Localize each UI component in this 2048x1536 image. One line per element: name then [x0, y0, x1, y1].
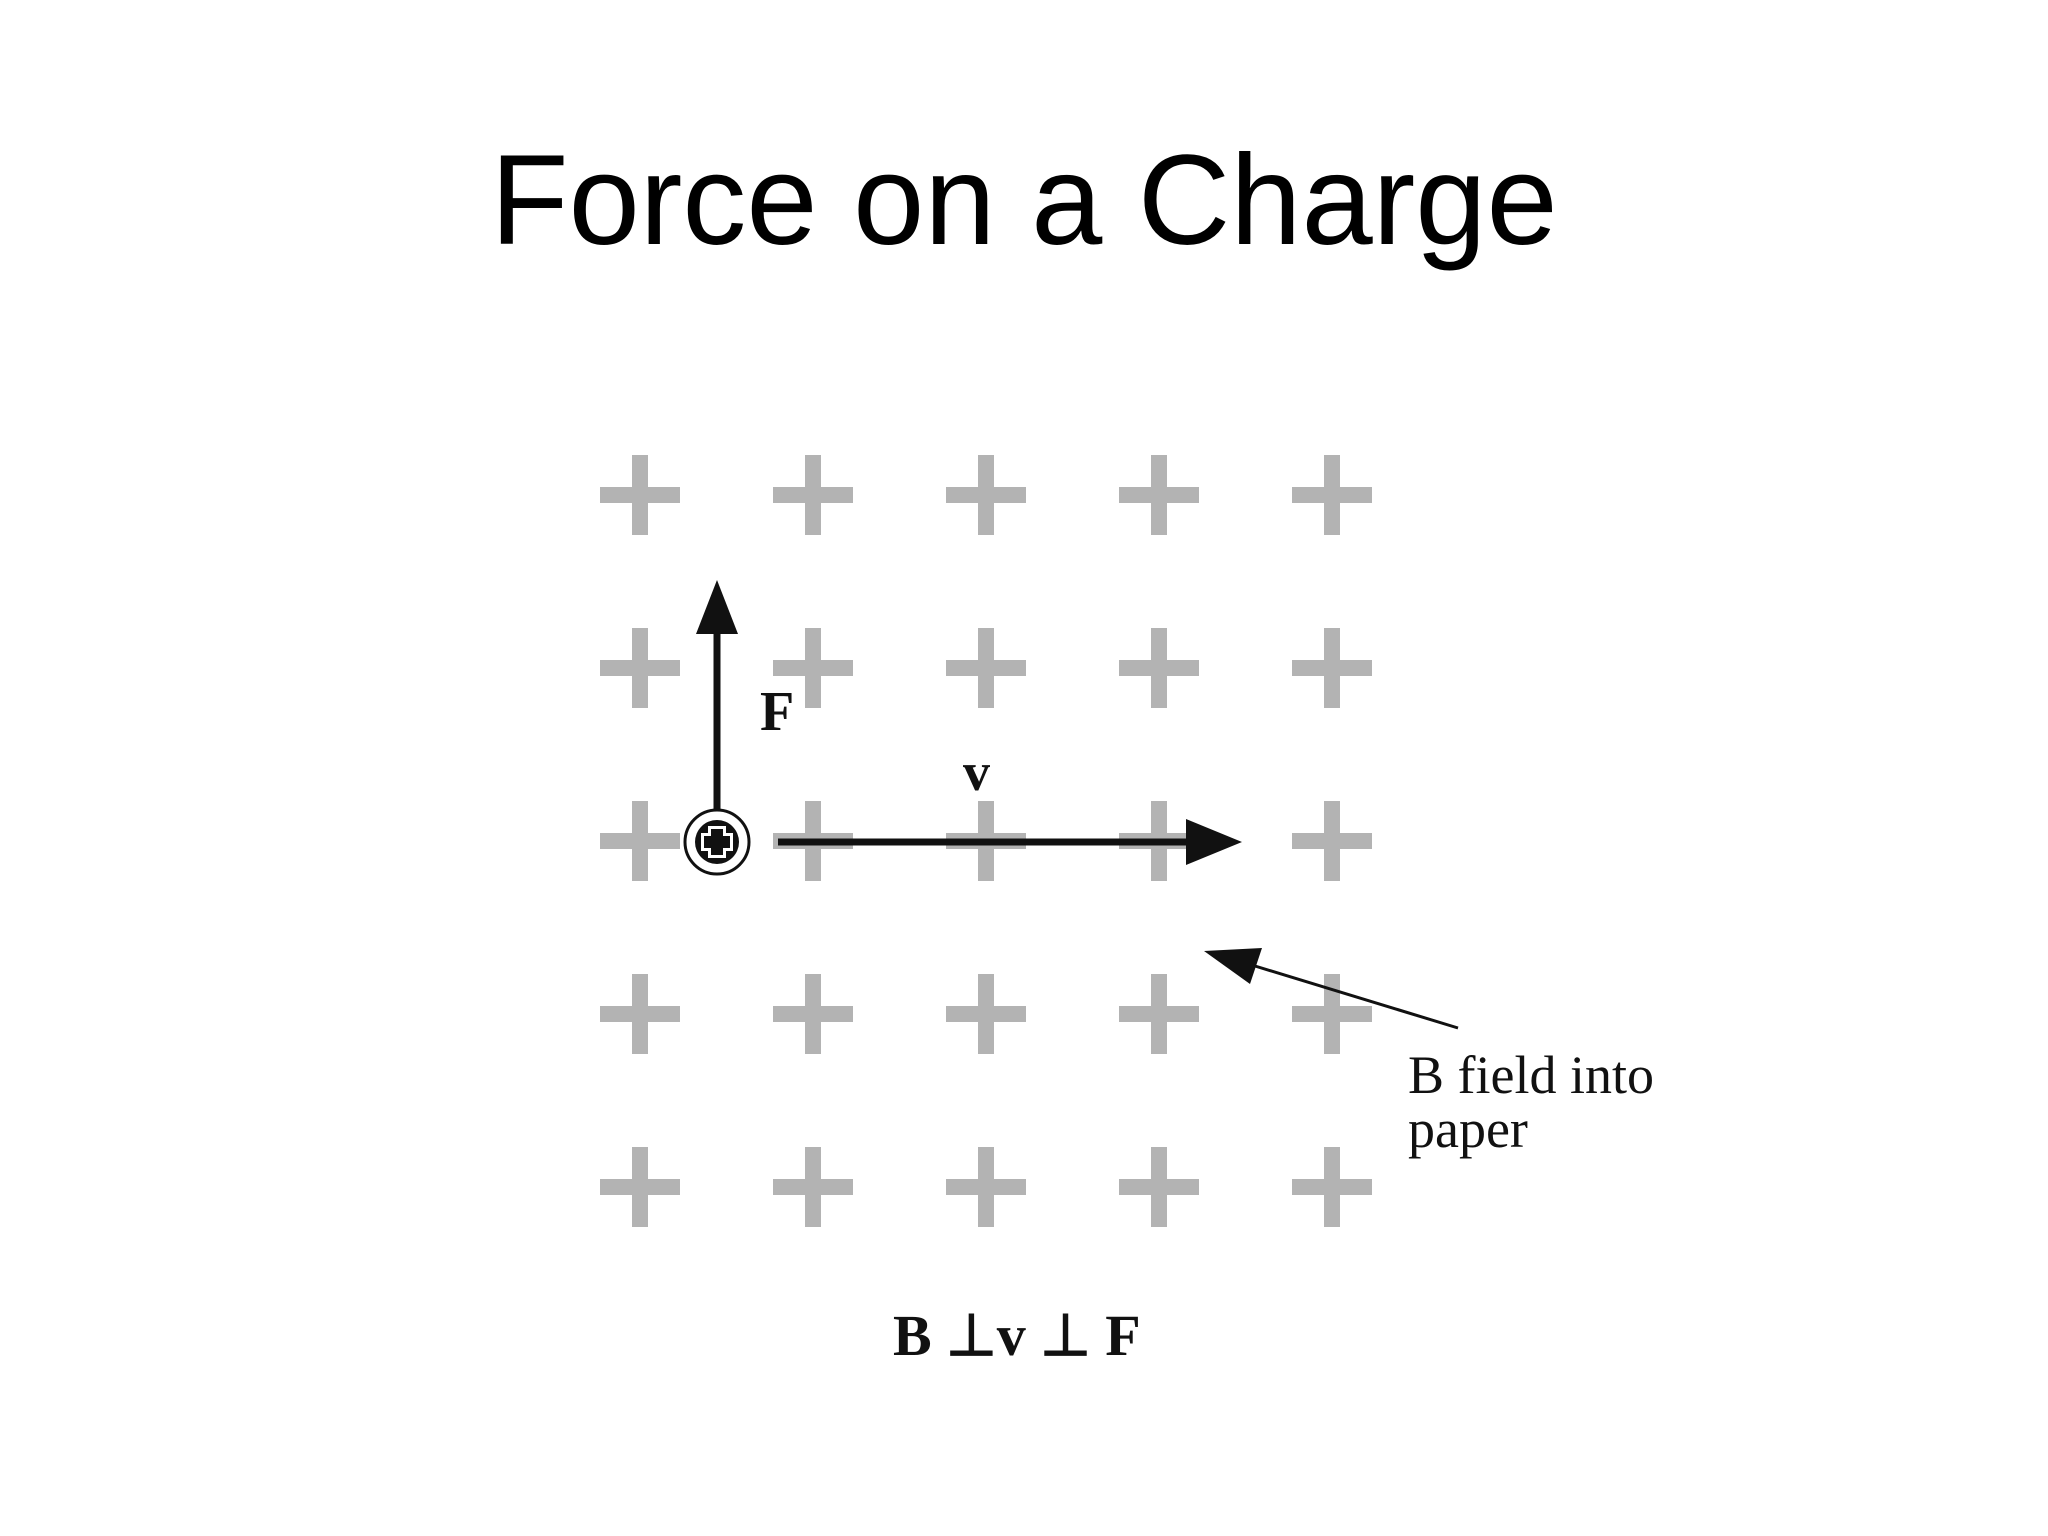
field-plus-marker — [1292, 1147, 1372, 1227]
field-plus-marker — [1119, 1147, 1199, 1227]
field-plus-marker — [1292, 974, 1372, 1054]
velocity-arrowhead — [1186, 819, 1242, 865]
field-plus-marker — [600, 974, 680, 1054]
field-plus-marker — [1292, 628, 1372, 708]
velocity-arrow — [778, 819, 1242, 865]
field-label-line1: B field into — [1408, 1045, 1654, 1105]
force-arrow — [696, 580, 738, 812]
relation-label: B ⊥v ⊥ F — [893, 1303, 1141, 1368]
field-plus-marker — [946, 628, 1026, 708]
field-plus-marker — [773, 455, 853, 535]
field-plus-marker — [946, 455, 1026, 535]
velocity-label: v — [963, 742, 990, 802]
field-plus-marker — [1292, 801, 1372, 881]
field-plus-marker — [1119, 974, 1199, 1054]
field-label-line2: paper — [1408, 1099, 1528, 1159]
field-plus-marker — [773, 974, 853, 1054]
force-arrowhead — [696, 580, 738, 634]
slide-title: Force on a Charge — [490, 129, 1558, 272]
field-plus-marker — [1119, 628, 1199, 708]
field-plus-marker — [946, 1147, 1026, 1227]
field-plus-marker — [1119, 455, 1199, 535]
field-plus-marker — [600, 455, 680, 535]
force-label: F — [760, 681, 794, 743]
field-plus-marker — [946, 974, 1026, 1054]
field-plus-marker — [773, 628, 853, 708]
magnetic-field-markers — [600, 455, 1372, 1227]
field-plus-marker — [600, 628, 680, 708]
field-plus-marker — [600, 1147, 680, 1227]
field-plus-marker — [1292, 455, 1372, 535]
positive-charge-icon — [683, 808, 751, 876]
field-pointer-arrow — [1204, 948, 1459, 1030]
field-plus-marker — [600, 801, 680, 881]
field-plus-marker — [773, 1147, 853, 1227]
